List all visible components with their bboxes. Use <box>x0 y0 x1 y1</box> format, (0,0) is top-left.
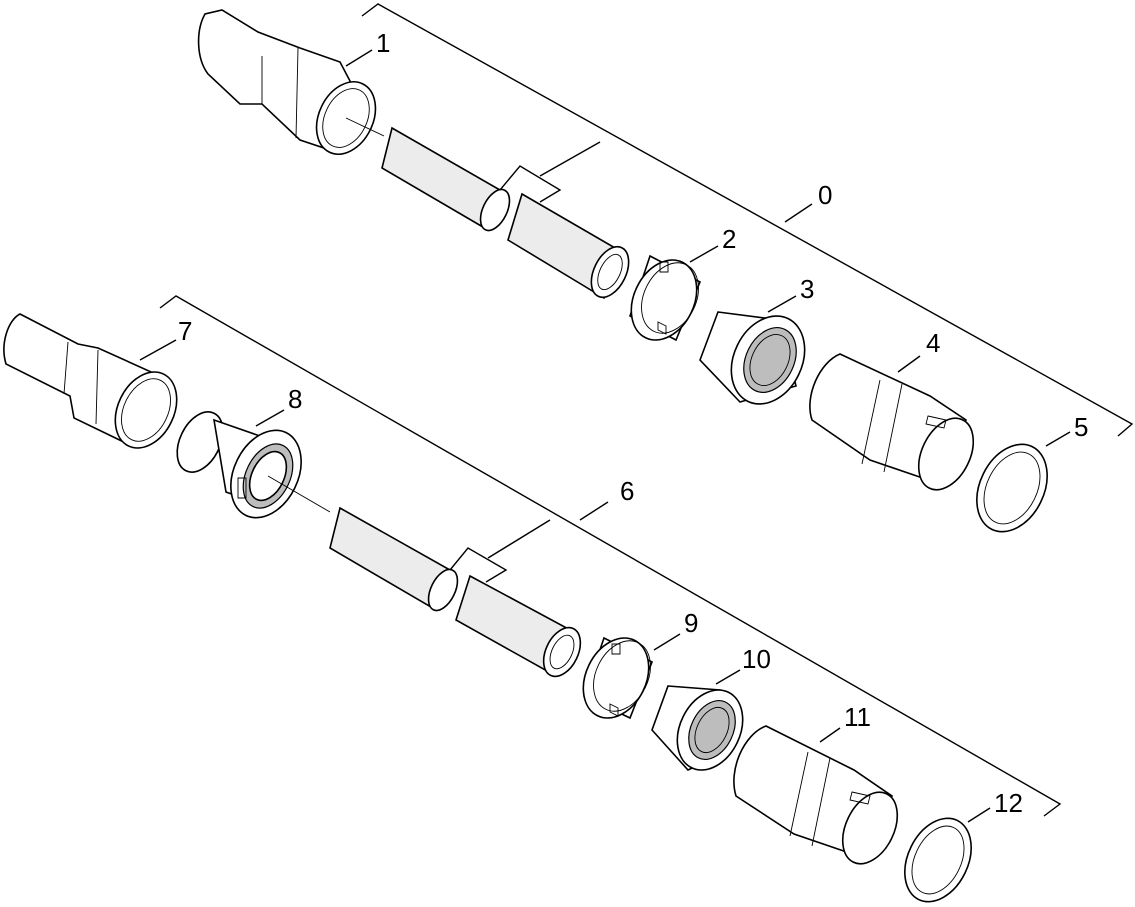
callout-4-leader <box>897 355 921 373</box>
hose-6-break-leader <box>449 547 508 583</box>
assembly-6-leader <box>579 501 609 521</box>
callout-10-label: 10 <box>742 644 771 674</box>
part-1-handle-tube <box>197 9 385 155</box>
part-12-seal-ring <box>904 817 972 903</box>
callout-1-leader <box>345 49 373 67</box>
callout-3-leader <box>767 295 797 313</box>
callout-0-label: 0 <box>818 180 832 210</box>
part-9-cuff-ring <box>582 636 654 720</box>
callout-12-leader <box>967 807 991 823</box>
assembly-0-bracket <box>361 3 1134 437</box>
callout-7-label: 7 <box>178 316 192 346</box>
callout-9-leader <box>653 633 681 651</box>
callout-6-label: 6 <box>620 476 634 506</box>
callout-8-leader <box>255 409 285 427</box>
callout-5-label: 5 <box>1074 412 1088 442</box>
assembly-6-bracket <box>159 295 1062 817</box>
part-4-connector-sleeve <box>809 353 975 491</box>
callout-4-label: 4 <box>926 328 940 358</box>
callout-1-label: 1 <box>376 28 390 58</box>
callout-9-label: 9 <box>684 608 698 638</box>
hose-6-segment-b <box>455 574 582 678</box>
callout-7-leader <box>139 339 177 361</box>
part-7-handle-tube <box>3 313 178 449</box>
assembly-6: 6 7 8 <box>3 295 1062 903</box>
callout-2-label: 2 <box>722 224 736 254</box>
callout-5-leader <box>1045 431 1071 447</box>
hose-0-segment-a <box>381 126 511 232</box>
part-2-cuff-ring <box>629 254 702 342</box>
hose-0-break-leader <box>499 165 562 203</box>
callout-2-leader <box>689 245 719 263</box>
callout-3-label: 3 <box>800 274 814 304</box>
part-11-connector-sleeve <box>733 725 899 865</box>
part-10-threaded-coupler <box>651 685 744 771</box>
part-8-swivel-coupling <box>176 411 331 519</box>
part-5-seal-ring <box>976 443 1048 533</box>
callout-11-label: 11 <box>844 702 871 732</box>
callout-12-label: 12 <box>994 788 1023 818</box>
assembly-0: 0 1 <box>197 3 1134 533</box>
hose-0-segment-b <box>507 192 630 300</box>
hose-6-segment-a <box>329 506 459 612</box>
assembly-0-leader <box>784 203 813 223</box>
callout-8-label: 8 <box>288 384 302 414</box>
callout-11-leader <box>819 727 841 743</box>
callout-10-leader <box>715 669 741 685</box>
part-3-threaded-coupler <box>699 311 806 405</box>
